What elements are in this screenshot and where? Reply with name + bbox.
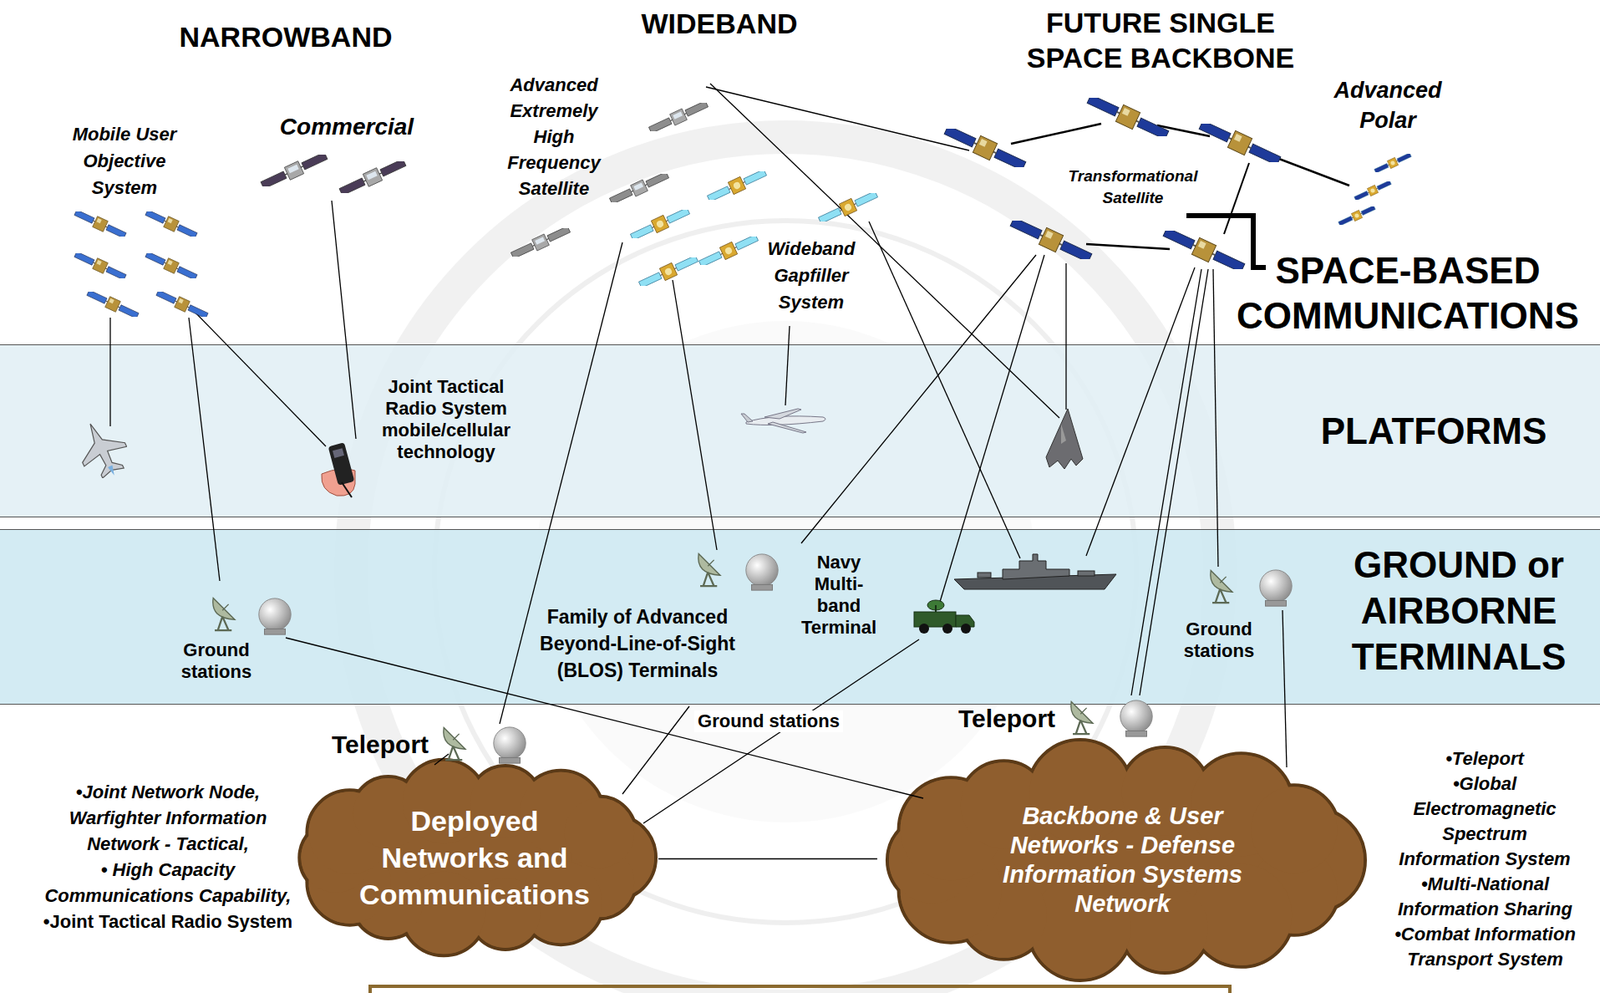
fighter-jet (69, 413, 135, 483)
polar-satellite (1353, 178, 1393, 204)
section-heading: FUTURE SINGLE SPACE BACKBONE (1010, 5, 1311, 76)
link-line (109, 317, 111, 427)
satellite-label: Advanced Extremely High Frequency Satell… (495, 71, 613, 202)
dish-antenna (698, 553, 721, 587)
bomber (1046, 408, 1083, 469)
band-title: PLATFORMS (1303, 409, 1565, 454)
aehf-satellite (647, 98, 710, 137)
satellite-label: Wideband Gapfiller System (756, 235, 866, 316)
tsat-satellite (1197, 116, 1283, 169)
muos-satellite (154, 287, 209, 321)
crosslink (1224, 162, 1250, 234)
muos-satellite (72, 207, 127, 241)
network-cloud: Backbone & User Networks - Defense Infor… (877, 735, 1368, 985)
crosslink (1268, 154, 1350, 186)
bullet-item: •Teleport (1388, 746, 1581, 772)
satellite-label: Commercial (263, 113, 431, 141)
crosslink (1010, 123, 1102, 144)
tsat-satellite (1008, 213, 1094, 266)
dish-antenna (1210, 570, 1233, 604)
link-line (868, 221, 1021, 559)
link-line (672, 279, 717, 550)
link-line (939, 254, 1045, 602)
radome (1259, 569, 1292, 606)
network-link (658, 858, 878, 860)
link-lines (110, 83, 1350, 823)
crosslink (1086, 243, 1170, 249)
caption-frame (370, 985, 1230, 993)
bullet-item: •Joint Network Node, Warfighter Informat… (46, 778, 290, 857)
radome (1120, 700, 1153, 737)
bullet-item: •Joint Tactical Radio System (13, 908, 323, 935)
link-line (331, 200, 356, 439)
section-heading: NARROWBAND (160, 20, 412, 54)
section-heading: WIDEBAND (610, 6, 828, 41)
link-line (1282, 609, 1287, 767)
tsat-satellite (1161, 223, 1247, 276)
band-title: GROUND or AIRBORNE TERMINALS (1333, 541, 1585, 680)
commercial-satellite (259, 149, 329, 192)
cloud-shape (877, 735, 1368, 985)
platform-label: Joint Tactical Radio System mobile/cellu… (370, 375, 522, 463)
radome (259, 598, 291, 635)
muos-satellite (72, 248, 127, 283)
terminal-label: Navy Multi-band Terminal (797, 551, 881, 639)
terminal-label: Family of Advanced Beyond-Line-of-Sight … (528, 603, 747, 684)
layer-title: SPACE-BASED COMMUNICATIONS (1224, 248, 1592, 339)
bullet-item: • High Capacity Communications Capabilit… (25, 856, 310, 909)
link-line (1065, 263, 1067, 410)
terminal-label: Ground stations (694, 710, 844, 732)
cloud-title: Backbone & User Networks - Defense Infor… (993, 801, 1253, 918)
dish-antenna (213, 598, 235, 631)
link-line (190, 307, 326, 447)
bullet-item: •Multi-National Information Sharing (1386, 871, 1584, 922)
tsat-satellite (1085, 90, 1171, 143)
bullet-item: •Combat Information Transport System (1386, 921, 1584, 972)
radome (493, 726, 526, 763)
satellite-label: Mobile User Objective System (57, 121, 192, 202)
link-line (706, 86, 970, 151)
link-line (1213, 269, 1219, 567)
site-label: Teleport (330, 730, 431, 759)
network-cloud: Deployed Networks and Communications (290, 755, 659, 960)
dish-antenna (443, 727, 466, 761)
link-line (710, 83, 1060, 418)
tsat-satellite (942, 121, 1028, 174)
army-truck (914, 599, 975, 634)
platforms (69, 408, 1083, 498)
wgs-satellite (637, 252, 700, 291)
muos-satellite (143, 248, 199, 283)
radome (746, 553, 778, 590)
seal-center (534, 320, 1037, 823)
polar-satellite (1337, 203, 1377, 229)
cloud-title: Deployed Networks and Communications (345, 802, 605, 914)
wgs-satellite (706, 166, 768, 205)
satellites (72, 90, 1413, 321)
wgs-satellite (697, 231, 760, 270)
commercial-satellite (337, 156, 407, 199)
satellite-label: Transformational Satellite (1057, 165, 1209, 209)
muos-satellite (85, 287, 140, 321)
satellite-label: Advanced Polar (1316, 75, 1459, 136)
handheld-radio (321, 441, 356, 498)
uav (741, 408, 826, 433)
link-line (622, 706, 690, 794)
leader-line (785, 325, 790, 406)
link-line (188, 317, 220, 581)
wgs-satellite (817, 187, 879, 227)
aehf-satellite (509, 223, 572, 262)
site-label: Teleport (952, 704, 1062, 733)
wgs-satellite (629, 204, 691, 244)
dish-antenna (1071, 701, 1093, 735)
bullet-item: •Global Electromagnetic Spectrum Informa… (1389, 771, 1580, 872)
polar-satellite (1373, 151, 1413, 176)
aehf-satellite (608, 169, 671, 208)
terminal-label: Ground stations (166, 639, 267, 683)
navy-ship (954, 553, 1117, 590)
terminal-label: Ground stations (1168, 618, 1270, 662)
muos-satellite (143, 207, 199, 241)
layer-band: PLATFORMS (0, 344, 1600, 518)
terminals (213, 553, 1292, 764)
